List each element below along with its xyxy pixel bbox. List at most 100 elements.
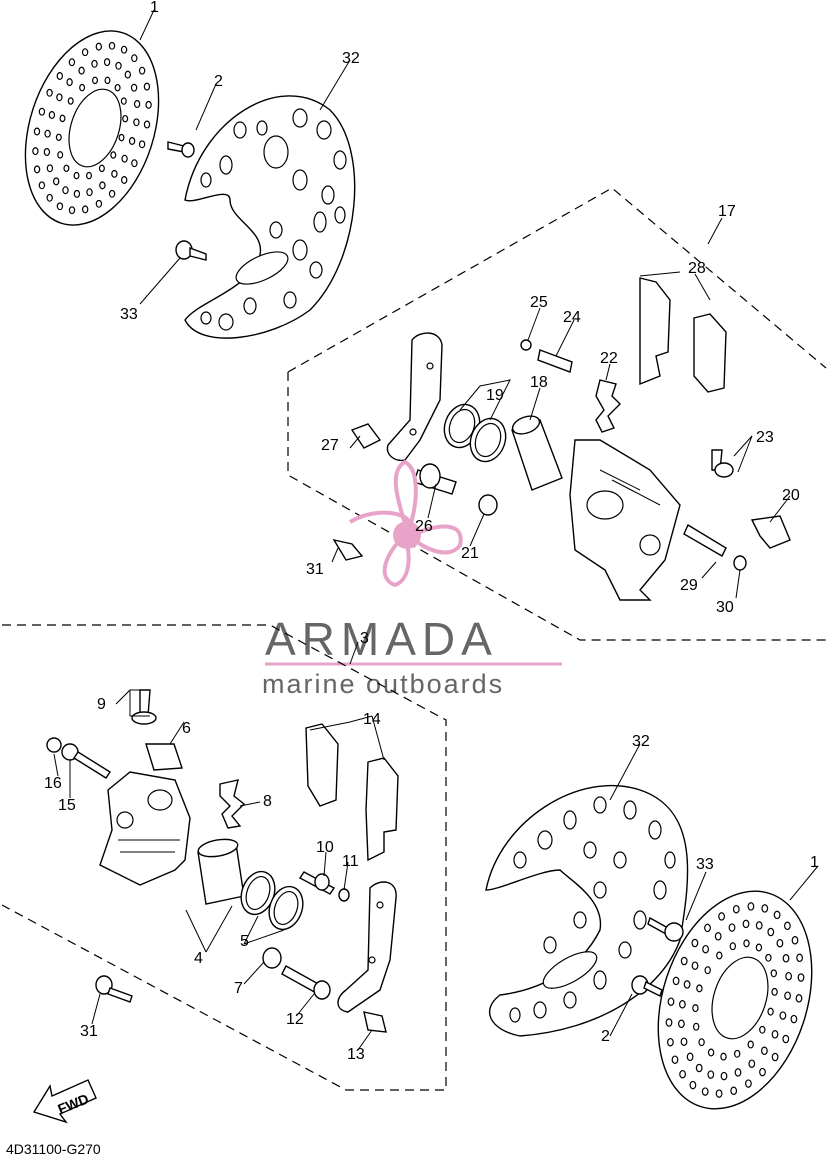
callout-32-bottom: 32 [632,733,650,750]
disc-hole [680,956,688,966]
callout-6: 6 [182,720,191,737]
guard-hole [573,911,587,929]
guard-hole [623,800,637,820]
callout-17: 17 [718,203,736,220]
disc-hole [795,994,803,1003]
callout-1-bottom: 1 [810,854,819,871]
disc-hole [56,93,63,102]
piston-seals-top [443,403,507,463]
disc-hole [742,919,750,929]
disc-hole [128,137,136,145]
callout-4: 4 [194,950,203,967]
callout-2-top: 2 [214,73,223,90]
disc-hole [679,1069,686,1079]
disc-hole [95,42,103,51]
disc-bolt-bottom [631,975,663,997]
guard-hole [583,841,597,859]
disc-hole [118,133,125,142]
disc-hole [729,942,737,951]
callout-16: 16 [44,775,62,792]
disc-hole [767,1007,774,1016]
callout-11: 11 [342,853,359,870]
callout-12: 12 [286,1011,304,1028]
disc-hole [32,147,39,156]
disc-hole [745,1079,752,1088]
guard-hole [537,830,553,850]
disc-hole [55,133,62,142]
disc-hole [755,921,763,930]
disc-hole [696,984,703,993]
callout-27: 27 [321,437,339,454]
disc-hole [95,199,103,208]
disc-hole [773,910,781,920]
disc-hole [720,1071,728,1081]
disc-hole [62,186,69,195]
guard-hole [321,185,335,205]
watermark-brand: ARMADA [265,613,498,665]
guard-hole [593,881,607,899]
disc-hole [770,969,778,978]
guard-hole [333,150,347,170]
disc-hole [734,1068,742,1077]
disc-hole [667,997,675,1006]
bleed-screw-bottom [131,689,157,725]
disc-hole [796,953,803,963]
guard-hole [563,991,577,1009]
callout-28: 28 [688,260,706,277]
disc-hole [131,54,138,63]
disc-hole [747,902,755,911]
disc-hole [734,1049,741,1058]
guard-hole [292,108,308,128]
disc-hole [761,904,769,913]
disc-hole [33,165,41,174]
disc-hole [114,83,121,92]
callout-8: 8 [263,793,272,810]
callout-7: 7 [234,980,243,997]
callout-13: 13 [347,1046,365,1063]
disc-hole [33,127,41,136]
disc-hole [111,169,118,178]
disc-hole [67,97,74,105]
guard-hole [533,1001,547,1019]
guard-hole [313,211,327,233]
disc-hole [716,951,723,960]
disc-hole [68,58,76,67]
guard-hole [618,941,632,959]
callout-29: 29 [680,577,698,594]
disc-hole [131,159,138,168]
diagram-code: 4D31100-G270 [6,1141,101,1157]
disc-hole [120,176,128,184]
piston-top [511,415,563,491]
watermark-tagline: marine outboards [262,669,504,699]
disc-hole [785,971,792,981]
callout-labels: 1 2 32 33 17 28 25 24 22 19 18 23 27 26 … [44,0,819,1063]
guard-hole [316,120,332,140]
brake-disc-bottom [657,890,813,1110]
guard-hole [613,851,627,869]
disc-hole [695,1063,703,1073]
disc-hole [120,45,128,54]
disc-hole [689,1080,697,1090]
disc-hole [108,41,116,50]
disc-hole [133,100,141,108]
disc-hole [104,76,111,85]
guard-hole [233,121,247,139]
caliper-body-bottom [99,771,191,886]
disc-hole [68,206,76,215]
guard-hole [256,120,268,136]
disc-hole [702,944,709,954]
disc-hole [776,938,784,948]
disc-hole [771,1030,779,1039]
disc-hole [755,943,763,952]
guard-hole [283,291,297,309]
disc-hole [81,48,89,57]
disc-hole [99,181,106,190]
caliper-bracket-bottom [337,881,397,1013]
guard-hole [664,851,676,869]
armada-logo-icon [348,459,463,588]
disc-hole [683,980,691,989]
callout-33-bottom: 33 [696,856,714,873]
fwd-arrow-icon: FWD [32,1079,97,1124]
pad-spring-top [595,379,621,433]
guard-bolt-bottom [647,916,684,942]
